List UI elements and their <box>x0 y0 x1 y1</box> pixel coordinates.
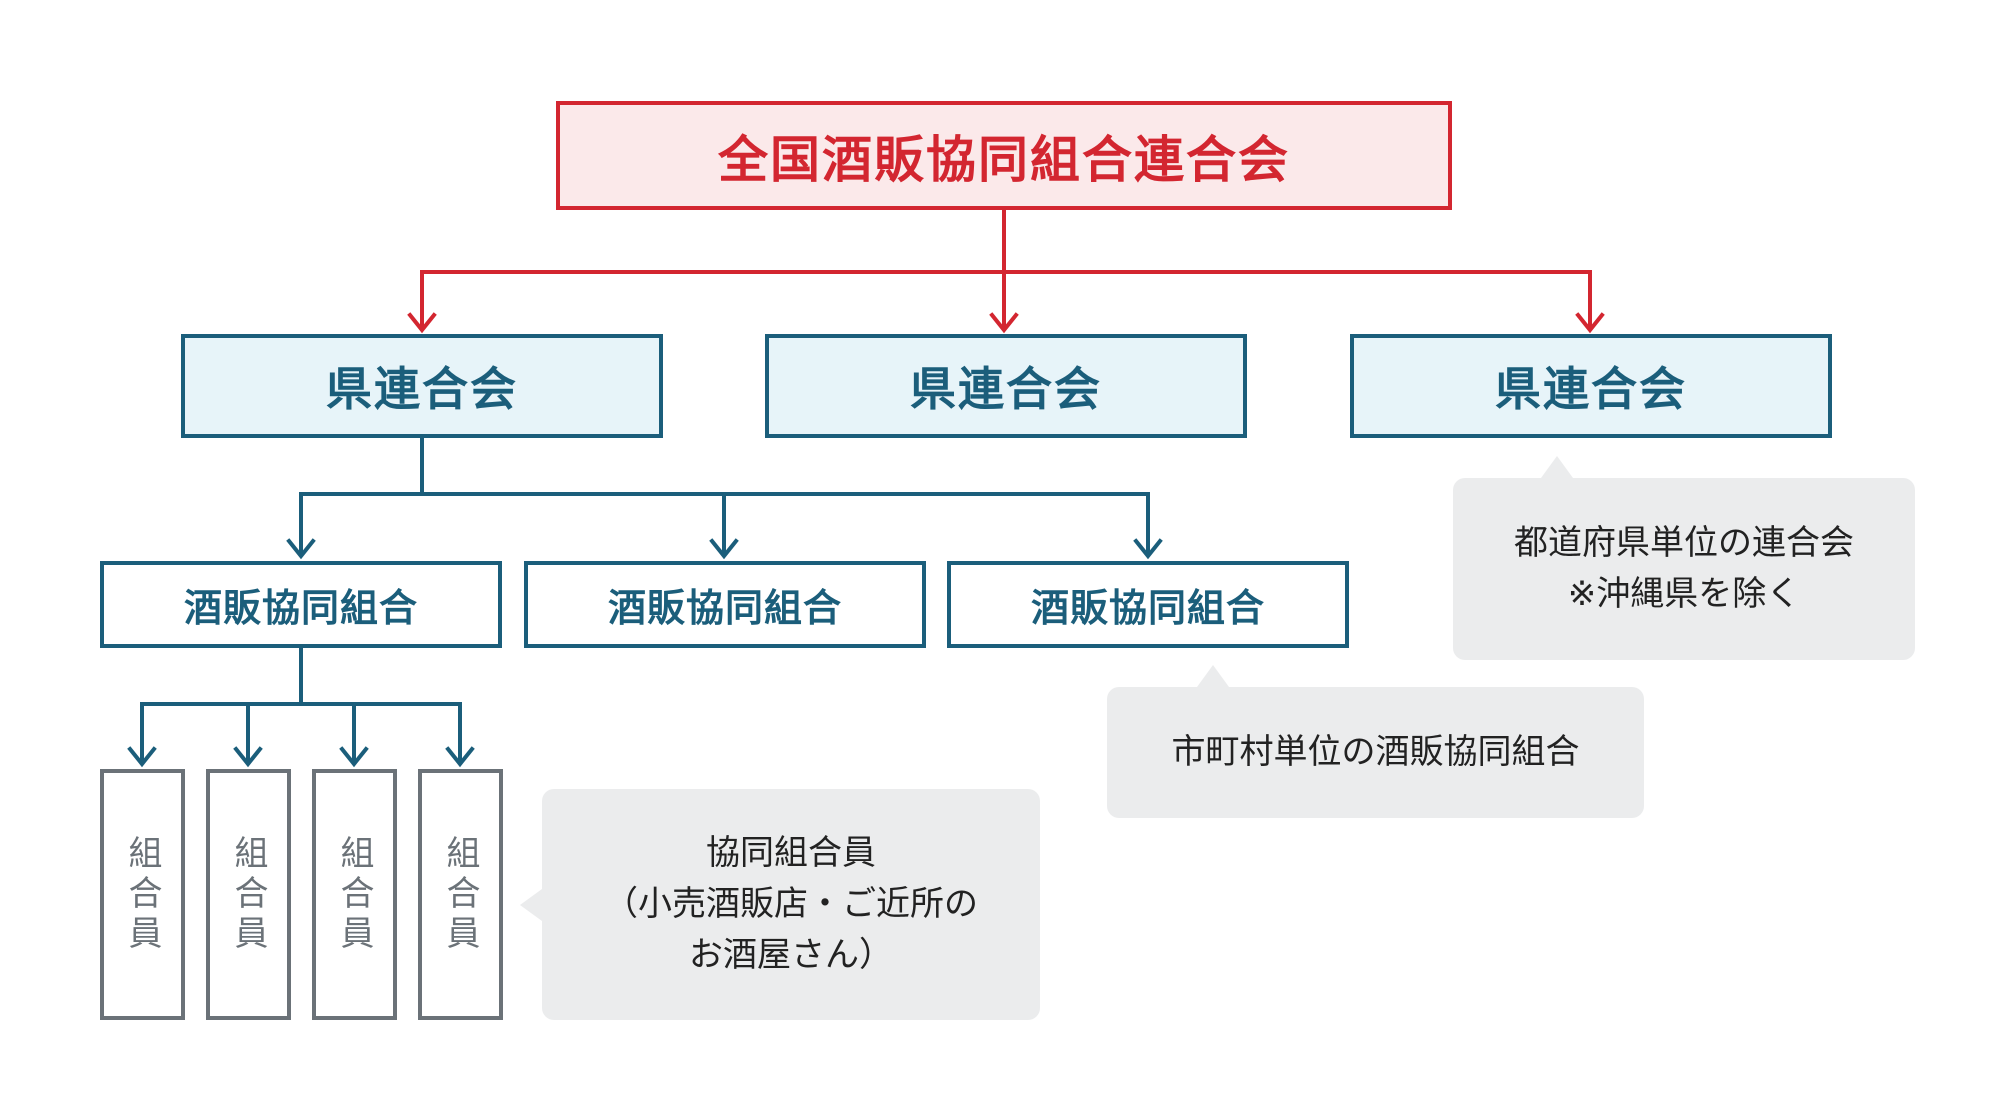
liquor-association-label: 酒販協同組合 <box>183 585 418 630</box>
liquor-association-label: 酒販協同組合 <box>607 585 842 630</box>
liquor-association-label: 酒販協同組合 <box>1030 585 1265 630</box>
prefecture-federation-box-1: 県連合会 <box>181 334 663 438</box>
national-federation-box: 全国酒販協同組合連合会 <box>556 101 1452 210</box>
prefecture-note-line-2: ※沖縄県を除く <box>1567 574 1801 614</box>
association-note-callout: 市町村単位の酒販協同組合 <box>1107 665 1644 818</box>
association-note-line-1: 市町村単位の酒販協同組合 <box>1171 732 1580 772</box>
member-box-3: 組合員 <box>312 769 397 1020</box>
member-label: 組合員 <box>122 834 162 955</box>
prefecture-note-line-1: 都道府県単位の連合会 <box>1514 523 1854 563</box>
member-note-line-2: （小売酒販店・ご近所の <box>604 884 978 924</box>
member-label: 組合員 <box>228 834 268 955</box>
prefecture-note-callout: 都道府県単位の連合会 ※沖縄県を除く <box>1453 456 1915 660</box>
member-label: 組合員 <box>440 834 480 955</box>
member-box-2: 組合員 <box>206 769 291 1020</box>
liquor-association-box-2: 酒販協同組合 <box>524 561 926 648</box>
national-connectors <box>407 208 1605 334</box>
member-box-1: 組合員 <box>100 769 185 1020</box>
prefecture-federation-label: 県連合会 <box>1495 362 1687 416</box>
liquor-association-box-3: 酒販協同組合 <box>947 561 1349 648</box>
national-federation-label: 全国酒販協同組合連合会 <box>718 129 1290 189</box>
prefecture-federation-box-3: 県連合会 <box>1350 334 1832 438</box>
prefecture-connectors <box>286 436 1163 560</box>
prefecture-federation-label: 県連合会 <box>910 362 1102 416</box>
member-label: 組合員 <box>334 834 374 955</box>
prefecture-federation-box-2: 県連合会 <box>765 334 1247 438</box>
prefecture-federation-label: 県連合会 <box>326 362 518 416</box>
member-note-callout: 協同組合員 （小売酒販店・ご近所の お酒屋さん） <box>520 789 1040 1020</box>
liquor-association-box-1: 酒販協同組合 <box>100 561 502 648</box>
association-connectors <box>127 646 475 768</box>
member-note-line-3: お酒屋さん） <box>689 935 893 975</box>
member-note-line-1: 協同組合員 <box>706 833 876 873</box>
member-box-4: 組合員 <box>418 769 503 1020</box>
